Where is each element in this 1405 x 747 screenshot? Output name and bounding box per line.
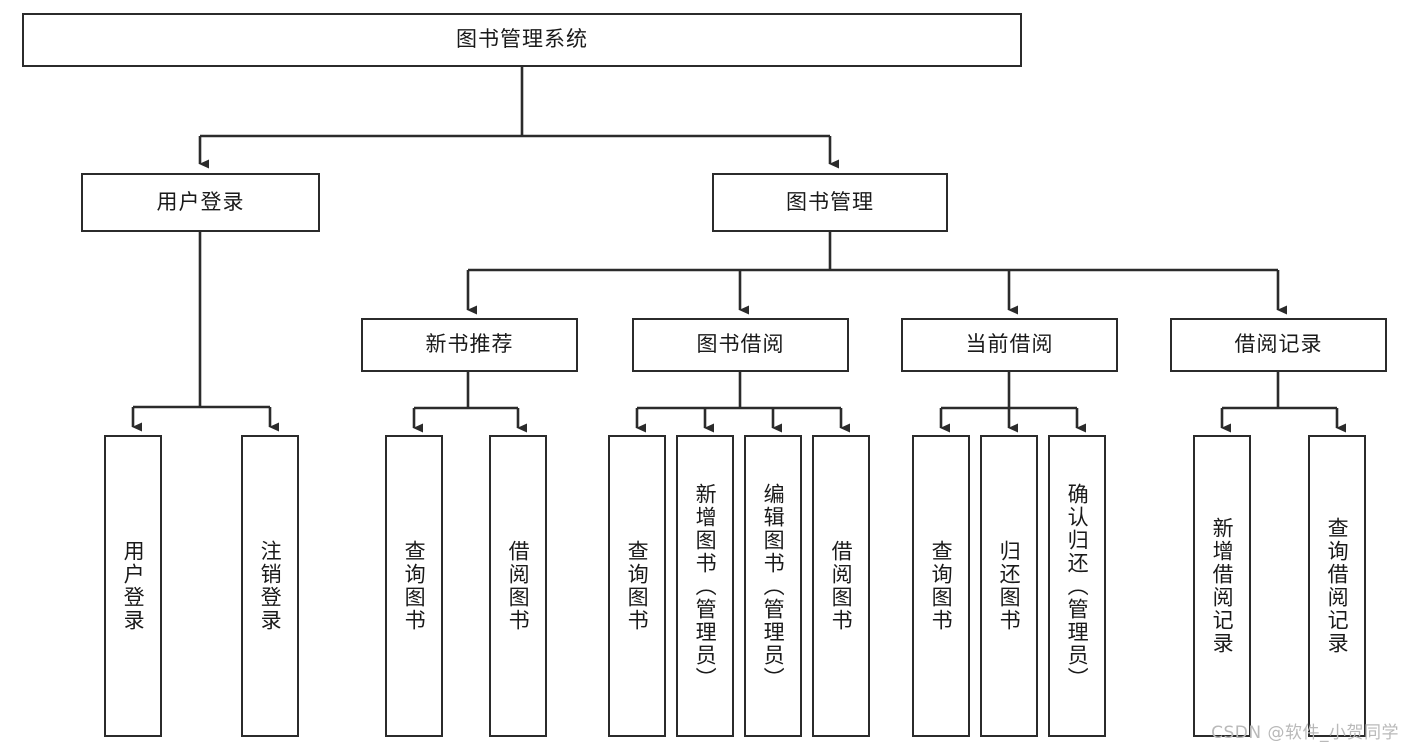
node-leaf-user-login[interactable]: 用户登录 <box>104 435 162 737</box>
node-root[interactable]: 图书管理系统 <box>22 13 1022 67</box>
node-book-management[interactable]: 图书管理 <box>712 173 948 232</box>
node-leaf-borrow-book-2[interactable]: 借阅图书 <box>812 435 870 737</box>
node-leaf-add-book-admin[interactable]: 新增图书（管理员） <box>676 435 734 737</box>
node-leaf-confirm-return-admin-label: 确认归还（管理员） <box>1065 482 1090 690</box>
node-leaf-borrow-book-1[interactable]: 借阅图书 <box>489 435 547 737</box>
node-leaf-query-book-1-label: 查询图书 <box>402 540 427 632</box>
node-leaf-edit-book-admin-label: 编辑图书（管理员） <box>761 482 786 690</box>
node-leaf-add-borrow-record-label: 新增借阅记录 <box>1210 517 1235 655</box>
node-leaf-user-login-label: 用户登录 <box>121 540 146 632</box>
node-leaf-confirm-return-admin[interactable]: 确认归还（管理员） <box>1048 435 1106 737</box>
node-user-login-label: 用户登录 <box>156 189 245 214</box>
node-leaf-query-book-2[interactable]: 查询图书 <box>608 435 666 737</box>
node-leaf-query-borrow-record[interactable]: 查询借阅记录 <box>1308 435 1366 737</box>
node-leaf-add-book-admin-label: 新增图书（管理员） <box>693 482 718 690</box>
node-leaf-query-borrow-record-label: 查询借阅记录 <box>1325 517 1350 655</box>
node-borrow-record-label: 借阅记录 <box>1234 332 1323 357</box>
node-leaf-return-book-label: 归还图书 <box>997 540 1022 632</box>
node-current-borrow-label: 当前借阅 <box>965 332 1054 357</box>
node-leaf-query-book-3[interactable]: 查询图书 <box>912 435 970 737</box>
node-borrow-record[interactable]: 借阅记录 <box>1170 318 1387 372</box>
node-leaf-query-book-3-label: 查询图书 <box>929 540 954 632</box>
node-book-management-label: 图书管理 <box>786 189 874 214</box>
node-new-book-recommend[interactable]: 新书推荐 <box>361 318 578 372</box>
node-leaf-query-book-2-label: 查询图书 <box>625 540 650 632</box>
node-current-borrow[interactable]: 当前借阅 <box>901 318 1118 372</box>
node-leaf-borrow-book-1-label: 借阅图书 <box>506 540 531 632</box>
node-book-borrow[interactable]: 图书借阅 <box>632 318 849 372</box>
node-leaf-return-book[interactable]: 归还图书 <box>980 435 1038 737</box>
node-leaf-borrow-book-2-label: 借阅图书 <box>829 540 854 632</box>
node-root-label: 图书管理系统 <box>456 27 588 52</box>
node-leaf-add-borrow-record[interactable]: 新增借阅记录 <box>1193 435 1251 737</box>
node-new-book-recommend-label: 新书推荐 <box>425 332 514 357</box>
node-book-borrow-label: 图书借阅 <box>696 332 785 357</box>
node-leaf-query-book-1[interactable]: 查询图书 <box>385 435 443 737</box>
node-leaf-logout[interactable]: 注销登录 <box>241 435 299 737</box>
node-user-login[interactable]: 用户登录 <box>81 173 320 232</box>
node-leaf-edit-book-admin[interactable]: 编辑图书（管理员） <box>744 435 802 737</box>
node-leaf-logout-label: 注销登录 <box>258 540 283 632</box>
